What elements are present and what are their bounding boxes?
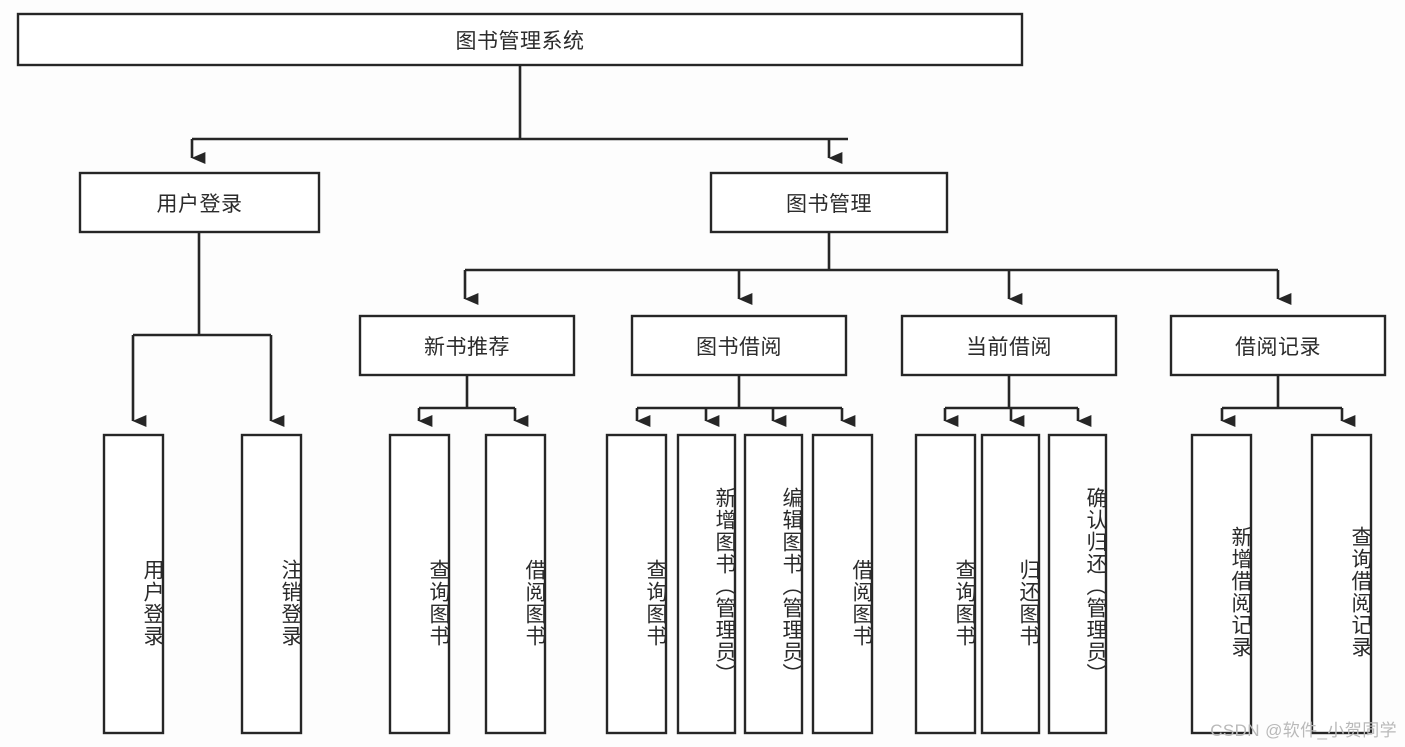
node-borrow-record[interactable] bbox=[1169, 314, 1387, 377]
node-current-borrow[interactable] bbox=[900, 314, 1118, 377]
watermark-text: CSDN @软件_小贺同学 bbox=[1210, 721, 1397, 740]
leaf-box[interactable] bbox=[605, 433, 668, 735]
connector-currentborrow-to-leaves bbox=[943, 375, 1092, 427]
leaf-box[interactable] bbox=[484, 433, 547, 735]
connector-userlogin-to-leaves bbox=[131, 232, 285, 427]
node-user-login[interactable] bbox=[78, 171, 321, 234]
leaf-box[interactable] bbox=[1190, 433, 1253, 735]
leaf-box[interactable] bbox=[914, 433, 977, 735]
leaf-box[interactable] bbox=[1310, 433, 1373, 735]
leaf-box[interactable] bbox=[240, 433, 303, 735]
connector-bookmgmt-to-level3 bbox=[463, 232, 1292, 305]
connector-bookborrow-to-leaves bbox=[635, 375, 856, 427]
node-root[interactable] bbox=[16, 12, 1024, 67]
node-book-borrow[interactable] bbox=[630, 314, 848, 377]
leaf-box[interactable] bbox=[102, 433, 165, 735]
leaf-box[interactable] bbox=[811, 433, 874, 735]
leaf-box[interactable] bbox=[1047, 433, 1108, 735]
connector-root-to-level2 bbox=[190, 64, 848, 164]
leaf-box[interactable] bbox=[676, 433, 737, 735]
connector-borrowrecord-to-leaves bbox=[1220, 375, 1356, 427]
leaf-box[interactable] bbox=[743, 433, 804, 735]
leaf-box[interactable] bbox=[388, 433, 451, 735]
node-book-management[interactable] bbox=[709, 171, 949, 234]
node-new-book-recommend[interactable] bbox=[358, 314, 576, 377]
connector-newbook-to-leaves bbox=[417, 375, 529, 427]
leaf-box[interactable] bbox=[980, 433, 1041, 735]
